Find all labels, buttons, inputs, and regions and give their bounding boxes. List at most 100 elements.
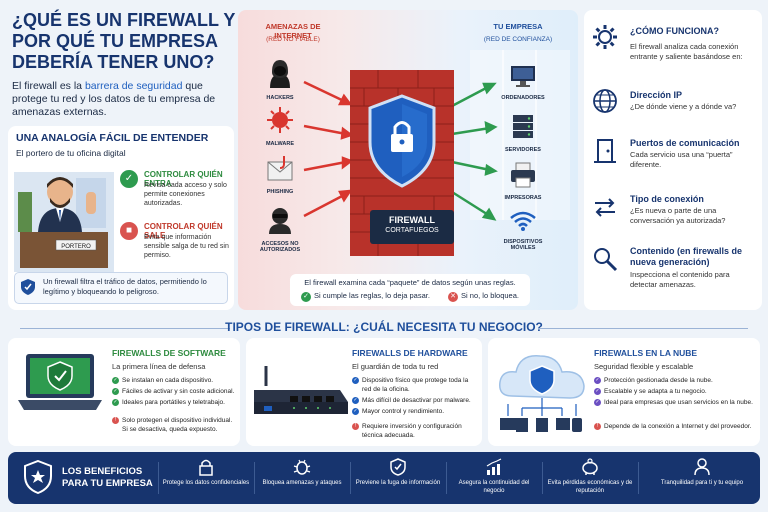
company-title: TU EMPRESA xyxy=(493,22,543,31)
device-label: IMPRESORAS xyxy=(504,195,542,201)
how-it-works-card: ¿CÓMO FUNCIONA? El firewall analiza cada… xyxy=(584,10,762,310)
type-subtitle: La primera línea de defensa xyxy=(112,362,206,371)
type-title: FIREWALLS EN LA NUBE xyxy=(594,348,698,358)
list-item: ✓Más difícil de desactivar por malware. xyxy=(352,397,471,404)
type-pros-list: ✓Se instalan en cada dispositivo. ✓Fácil… xyxy=(112,376,236,409)
phishing-mail-icon xyxy=(267,156,293,181)
shield-icon xyxy=(21,279,35,295)
type-con: !Solo protegen el dispositivo individual… xyxy=(112,416,236,434)
benefits-title: LOS BENEFICIOS PARA TU EMPRESA xyxy=(62,466,153,489)
device-printers: IMPRESORAS xyxy=(496,162,550,201)
lock-icon: ■ xyxy=(120,222,138,240)
cross-icon: ✕ xyxy=(448,292,459,302)
type-subtitle: El guardián de toda tu red xyxy=(352,362,439,371)
analogy-note-text: Un firewall filtra el tráfico de datos, … xyxy=(43,277,207,296)
growth-chart-icon xyxy=(486,458,502,475)
control-entry-title: CONTROLAR QUIÉN ENTRA xyxy=(144,170,223,188)
wifi-icon xyxy=(510,211,536,231)
control-entry-desc: Revisa cada acceso y solo permite conexi… xyxy=(144,182,227,207)
benefits-bar: LOS BENEFICIOS PARA TU EMPRESA Protege l… xyxy=(8,452,760,504)
globe-icon xyxy=(593,89,617,113)
benefit-item: Tranquilidad para ti y tu equipo xyxy=(648,458,756,487)
benefit-item: Asegura la continuidad del negocio xyxy=(448,458,540,495)
threats-subtitle: (RED NO FIABLE) xyxy=(266,36,320,43)
intro-post: que protege tu red y los datos de tu emp… xyxy=(12,80,216,118)
analogy-title: UNA ANALOGÍA FÁCIL DE ENTENDER xyxy=(16,132,209,144)
divider-left xyxy=(20,328,230,329)
device-mobile: DISPOSITIVOS MÓVILES xyxy=(496,210,550,251)
big-shield-lock-icon xyxy=(368,94,436,188)
device-servers: SERVIDORES xyxy=(496,114,550,153)
control-exit-desc: Evita que información sensible salga de … xyxy=(144,234,229,259)
how-item-title: Puertos de comunicación xyxy=(630,138,740,148)
router-icon xyxy=(254,366,348,414)
user-check-icon: ✓ xyxy=(120,170,138,188)
firewall-plate: FIREWALL CORTAFUEGOS xyxy=(370,210,454,244)
threats-title: AMENAZAS DE INTERNET xyxy=(265,22,321,40)
printer-icon xyxy=(511,162,535,188)
intruder-icon xyxy=(269,208,291,234)
door-icon xyxy=(594,139,616,163)
hacker-icon xyxy=(270,60,290,88)
device-label: ORDENADORES xyxy=(501,95,545,101)
monitor-icon xyxy=(511,66,535,87)
threat-unauthorized: ACCESOS NO AUTORIZADOS xyxy=(254,206,306,253)
type-card-cloud: FIREWALLS EN LA NUBE Seguridad flexible … xyxy=(488,338,760,446)
threat-arrows xyxy=(303,80,354,218)
how-item-title: Dirección IP xyxy=(630,90,683,100)
divider xyxy=(638,462,639,494)
benefit-item: Protege los datos confidenciales xyxy=(160,458,252,487)
allowed-arrows xyxy=(451,82,498,221)
type-title: FIREWALLS DE HARDWARE xyxy=(352,348,468,358)
divider-right xyxy=(540,328,748,329)
how-item-title: Contenido (en firewalls de nueva generac… xyxy=(630,246,743,267)
divider xyxy=(446,462,447,494)
check-icon: ✓ xyxy=(301,292,312,302)
list-item: ✓Dispositivo físico que protege toda la … xyxy=(352,377,469,393)
benefit-item: Bloquea amenazas y ataques xyxy=(256,458,348,487)
list-item: ✓Protección gestionada desde la nube. xyxy=(594,377,713,384)
intro-pre: El firewall es la xyxy=(12,80,85,92)
desk-label: PORTERO xyxy=(61,244,91,250)
threat-label: MALWARE xyxy=(265,141,295,147)
type-subtitle: Seguridad flexible y escalable xyxy=(594,362,694,371)
person-icon xyxy=(694,458,710,476)
divider xyxy=(350,462,351,494)
how-item-desc: ¿De dónde viene y a dónde va? xyxy=(630,102,737,111)
shield-star-icon xyxy=(24,460,52,494)
type-card-software: FIREWALLS DE SOFTWARE La primera línea d… xyxy=(8,338,240,446)
deny-rule: ✕Si no, lo bloquea. xyxy=(448,291,519,302)
device-computers: ORDENADORES xyxy=(496,64,550,101)
type-con: !Requiere inversión y configuración técn… xyxy=(352,422,478,440)
device-label: SERVIDORES xyxy=(505,147,541,153)
laptop-shield-icon xyxy=(18,354,102,410)
type-pros-list: ✓Protección gestionada desde la nube. ✓E… xyxy=(594,376,754,409)
threat-hackers: HACKERS xyxy=(254,58,306,101)
divider xyxy=(254,462,255,494)
analogy-note: Un firewall filtra el tráfico de datos, … xyxy=(14,272,228,304)
types-title: TIPOS DE FIREWALL: ¿CUÁL NECESITA TU NEG… xyxy=(225,320,543,334)
type-con: !Depende de la conexión a Internet y del… xyxy=(594,422,754,431)
deny-text: Si no, lo bloquea. xyxy=(461,291,519,300)
server-icon xyxy=(513,115,533,138)
magnifier-icon xyxy=(594,248,618,272)
divider xyxy=(158,462,159,494)
threat-phishing: PHISHING xyxy=(254,156,306,195)
benefit-item: Previene la fuga de información xyxy=(352,458,444,487)
type-card-hardware: FIREWALLS DE HARDWARE El guardián de tod… xyxy=(246,338,482,446)
lock-icon xyxy=(199,459,213,476)
divider xyxy=(542,462,543,494)
how-item-desc: ¿Es nueva o parte de una conversación ya… xyxy=(630,206,726,225)
threat-malware: MALWARE xyxy=(254,106,306,147)
how-item-desc: Cada servicio usa una “puerta” diferente… xyxy=(630,150,733,169)
firewall-info-box: El firewall examina cada “paquete” de da… xyxy=(290,274,530,306)
how-title: ¿CÓMO FUNCIONA? xyxy=(630,26,719,36)
device-label: DISPOSITIVOS MÓVILES xyxy=(503,239,543,251)
doorman-illustration: PORTERO xyxy=(14,162,114,272)
allow-rule: ✓Si cumple las reglas, lo deja pasar. xyxy=(301,291,430,302)
cloud-shield-icon xyxy=(499,355,585,432)
threat-label: HACKERS xyxy=(266,95,294,101)
how-item-title: Tipo de conexión xyxy=(630,194,704,204)
list-item: ✓Mayor control y rendimiento. xyxy=(352,408,445,415)
piggy-bank-icon xyxy=(582,458,598,475)
